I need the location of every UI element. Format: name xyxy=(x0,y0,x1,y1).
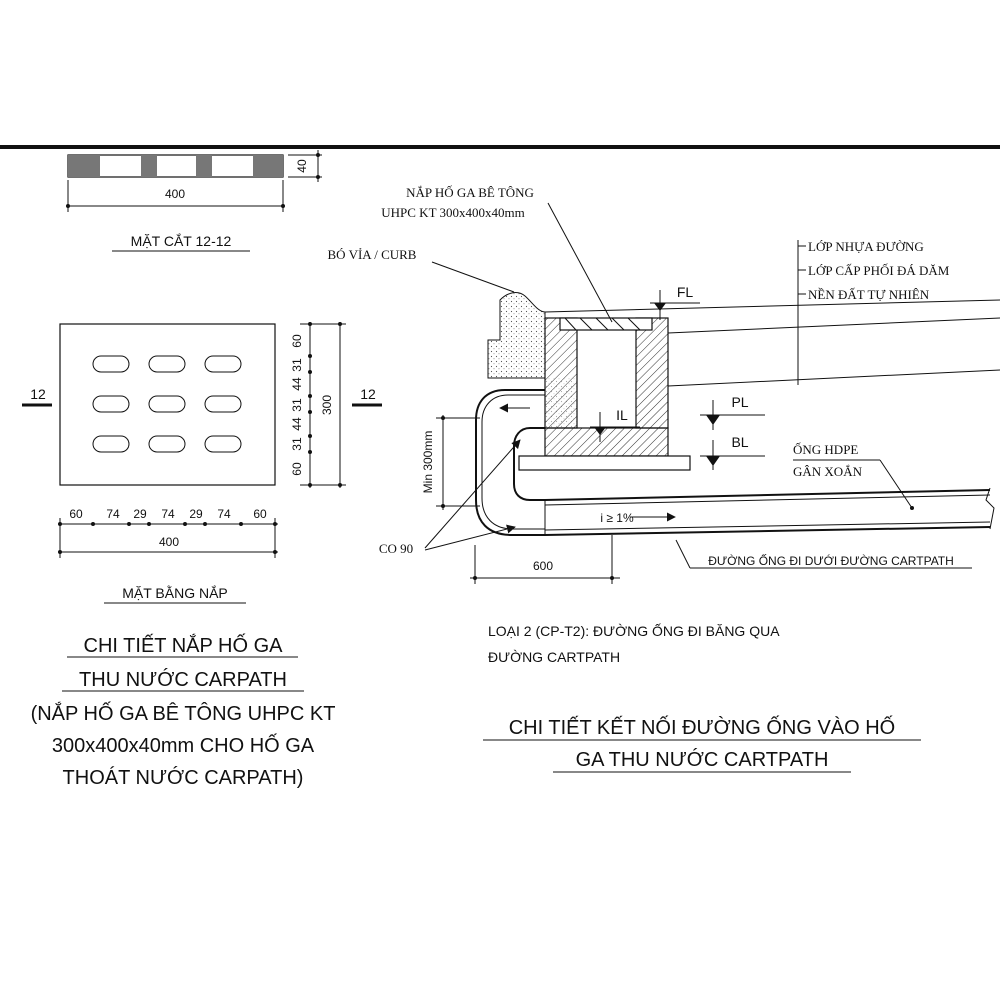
dim-label: 31 xyxy=(290,437,304,451)
level-bl: BL xyxy=(731,434,748,450)
left-caption-line3: (NẮP HỐ GA BÊ TÔNG UHPC KT xyxy=(31,701,336,725)
level-il: IL xyxy=(616,407,628,423)
drain-slot xyxy=(148,355,186,373)
curb-note: BÓ VỈA / CURB xyxy=(328,247,417,262)
layer-asphalt: LỚP NHỰA ĐƯỜNG xyxy=(808,239,924,254)
dim-label: 74 xyxy=(217,507,231,521)
drain-slot xyxy=(148,435,186,453)
dim-600: 600 xyxy=(533,559,553,573)
cover-solid-segment xyxy=(196,155,212,177)
level-pl: PL xyxy=(731,394,748,410)
base-layer-line xyxy=(667,369,1000,387)
left-caption-line4: 300x400x40mm CHO HỐ GA xyxy=(52,733,315,757)
cover-solid-segment xyxy=(253,155,283,177)
slope-label: i ≥ 1% xyxy=(600,511,634,525)
type-caption: LOẠI 2 (CP-T2): ĐƯỜNG ỐNG ĐI BĂNG QUA ĐƯ… xyxy=(488,622,780,665)
cover-solid-segment xyxy=(141,155,157,177)
right-caption-line1: CHI TIẾT KẾT NỐI ĐƯỜNG ỐNG VÀO HỐ xyxy=(509,715,896,739)
hdpe-pipe-bottom xyxy=(544,526,991,536)
pipe-elbow-outer xyxy=(475,389,545,536)
dim-label: 60 xyxy=(253,507,267,521)
drain-slot xyxy=(92,395,130,413)
dim-label: 44 xyxy=(290,377,304,391)
dim-label: 60 xyxy=(290,462,304,476)
right-caption-line2: GA THU NƯỚC CARTPATH xyxy=(576,748,829,771)
drain-slot xyxy=(92,435,130,453)
asphalt-layer-line xyxy=(667,317,1000,334)
drain-slot xyxy=(204,395,242,413)
cover-note-line1: NẮP HỐ GA BÊ TÔNG xyxy=(406,185,534,200)
type-caption-line1: LOẠI 2 (CP-T2): ĐƯỜNG ỐNG ĐI BĂNG QUA xyxy=(488,622,780,639)
left-caption-line5: THOÁT NƯỚC CARPATH) xyxy=(63,766,304,789)
curb-note-leader xyxy=(431,261,515,293)
cover-note-line2: UHPC KT 300x400x40mm xyxy=(381,205,525,220)
pipe-note-line2: GÂN XOẮN xyxy=(793,464,863,479)
level-fl: FL xyxy=(677,284,694,300)
cover-plan-outline xyxy=(59,323,276,486)
cover-plan: 12 12 60 31 44 31 44 31 60 300 xyxy=(22,322,382,604)
left-caption-line2: THU NƯỚC CARPATH xyxy=(79,668,287,691)
cover-section-outline xyxy=(67,154,284,178)
blinding-slab xyxy=(518,455,691,471)
right-caption: CHI TIẾT KẾT NỐI ĐƯỜNG ỐNG VÀO HỐ GA THU… xyxy=(483,715,921,773)
dim-label: 44 xyxy=(290,417,304,431)
connection-detail: FL IL PL BL i ≥ 1% Min 300mm xyxy=(328,185,1000,584)
dim-label: 60 xyxy=(69,507,83,521)
section-12-12: 400 40 MẶT CẮT 12-12 xyxy=(66,150,322,252)
pipe-elbow-inner xyxy=(513,427,545,501)
curb xyxy=(487,292,546,379)
left-caption-line1: CHI TIẾT NẮP HỐ GA xyxy=(84,633,284,657)
road-surface-line xyxy=(544,299,1000,313)
elbow-label: CO 90 xyxy=(379,541,413,556)
min-depth-label: Min 300mm xyxy=(421,431,435,494)
dim-label: 29 xyxy=(133,507,147,521)
cover-solid-segment xyxy=(68,155,100,177)
section-mark-right-label: 12 xyxy=(360,386,376,402)
section-12-12-title: MẶT CẮT 12-12 xyxy=(131,232,232,249)
cover-note-leader xyxy=(547,202,613,323)
drain-slot xyxy=(92,355,130,373)
drain-slot xyxy=(204,435,242,453)
type-caption-line2: ĐƯỜNG CARTPATH xyxy=(488,649,620,665)
pipe-under-note: ĐƯỜNG ỐNG ĐI DƯỚI ĐƯỜNG CARTPATH xyxy=(708,553,954,568)
drain-slot xyxy=(148,395,186,413)
dim-label: 60 xyxy=(290,334,304,348)
manhole-base xyxy=(544,427,669,457)
dim-label: 74 xyxy=(106,507,120,521)
dim-label: 31 xyxy=(290,398,304,412)
section-width-dim: 400 xyxy=(165,187,185,201)
drain-slots xyxy=(92,355,242,453)
pipe-break-line xyxy=(985,487,995,530)
dim-total-label: 400 xyxy=(159,535,179,549)
section-height-dim: 40 xyxy=(295,159,309,173)
dim-total-label: 300 xyxy=(320,395,334,415)
dim-label: 29 xyxy=(189,507,203,521)
pipe-note-line1: ỐNG HDPE xyxy=(793,442,858,457)
dim-label: 74 xyxy=(161,507,175,521)
manhole-right-wall xyxy=(635,317,669,429)
drain-slot xyxy=(204,355,242,373)
cover-plan-title: MẶT BẰNG NẮP xyxy=(122,584,228,601)
layer-base: LỚP CẤP PHỐI ĐÁ DĂM xyxy=(808,263,950,278)
left-caption: CHI TIẾT NẮP HỐ GA THU NƯỚC CARPATH (NẮP… xyxy=(31,633,336,789)
hdpe-pipe-top xyxy=(544,489,991,501)
dim-label: 31 xyxy=(290,358,304,372)
layer-subgrade: NỀN ĐẤT TỰ NHIÊN xyxy=(808,287,930,302)
section-mark-left-label: 12 xyxy=(30,386,46,402)
